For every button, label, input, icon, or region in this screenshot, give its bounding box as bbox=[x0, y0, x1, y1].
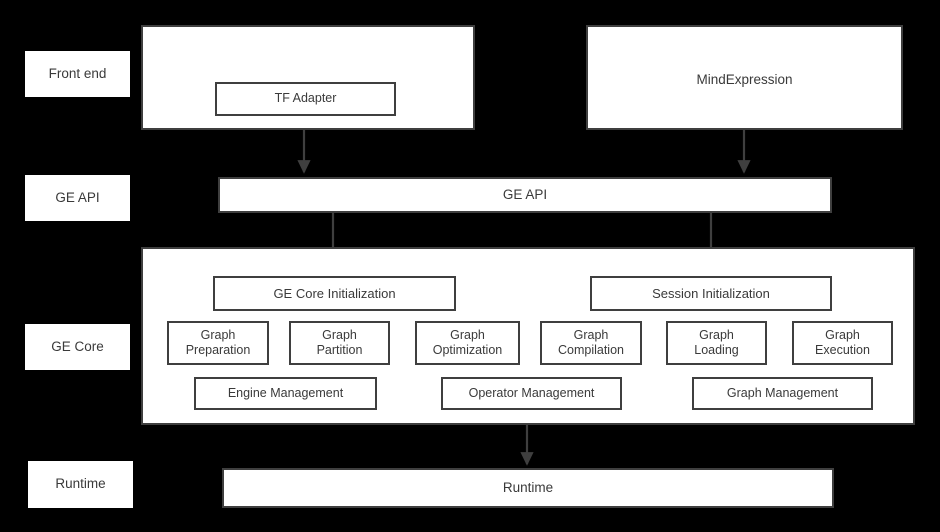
tensorflow-container: Tensorflow TF Adapter bbox=[141, 25, 475, 130]
graph-optimization-line1: Graph bbox=[450, 327, 485, 342]
stage-label-front-end-text: Front end bbox=[48, 65, 107, 81]
graph-execution-label: Graph Execution bbox=[815, 328, 870, 359]
runtime-bar[interactable]: Runtime bbox=[222, 468, 834, 508]
graph-loading-label: Graph Loading bbox=[694, 328, 739, 359]
tf-adapter-node[interactable]: TF Adapter bbox=[215, 82, 396, 116]
mindexpression-title: MindExpression bbox=[696, 72, 793, 87]
graph-management-label: Graph Management bbox=[726, 385, 839, 400]
session-initialization-label: Session Initialization bbox=[652, 285, 770, 301]
graph-loading-line2: Loading bbox=[694, 343, 739, 357]
graph-optimization-line2: Optimization bbox=[432, 343, 503, 357]
graph-preparation-label: Graph Preparation bbox=[186, 328, 251, 359]
graph-compilation-label: Graph Compilation bbox=[558, 328, 624, 359]
graph-preparation-line2: Preparation bbox=[185, 343, 251, 357]
stage-label-runtime-text: Runtime bbox=[55, 476, 106, 492]
ge-core-container: GE Core Initialization Session Initializ… bbox=[141, 247, 915, 425]
graph-partition-label: Graph Partition bbox=[317, 328, 363, 359]
operator-management-label: Operator Management bbox=[468, 385, 595, 400]
graph-loading-node[interactable]: Graph Loading bbox=[666, 321, 767, 365]
graph-preparation-line1: Graph bbox=[200, 327, 236, 342]
engine-management-label: Engine Management bbox=[227, 385, 344, 400]
graph-optimization-label: Graph Optimization bbox=[433, 328, 502, 359]
graph-compilation-node[interactable]: Graph Compilation bbox=[540, 321, 642, 365]
stage-label-ge-api-text: GE API bbox=[55, 189, 100, 205]
mindexpression-container[interactable]: MindExpression bbox=[586, 25, 903, 130]
graph-execution-node[interactable]: Graph Execution bbox=[792, 321, 893, 365]
tf-adapter-label: TF Adapter bbox=[274, 91, 337, 106]
ge-api-bar-label: GE API bbox=[502, 186, 548, 202]
session-initialization-node[interactable]: Session Initialization bbox=[590, 276, 832, 311]
graph-loading-line1: Graph bbox=[699, 327, 734, 342]
ge-api-bar[interactable]: GE API bbox=[218, 177, 832, 213]
graph-optimization-node[interactable]: Graph Optimization bbox=[415, 321, 520, 365]
graph-management-node[interactable]: Graph Management bbox=[692, 377, 873, 410]
stage-label-front-end: Front end bbox=[25, 51, 130, 97]
graph-compilation-line1: Graph bbox=[573, 327, 609, 342]
graph-execution-line1: Graph bbox=[825, 327, 860, 342]
graph-preparation-node[interactable]: Graph Preparation bbox=[167, 321, 269, 365]
ge-core-initialization-label: GE Core Initialization bbox=[273, 285, 396, 301]
graph-partition-node[interactable]: Graph Partition bbox=[289, 321, 390, 365]
runtime-bar-label: Runtime bbox=[502, 479, 554, 495]
graph-execution-line2: Execution bbox=[815, 343, 870, 357]
graph-compilation-line2: Compilation bbox=[557, 343, 624, 357]
stage-label-ge-core-text: GE Core bbox=[51, 338, 104, 354]
graph-partition-line2: Partition bbox=[316, 343, 363, 357]
ge-core-initialization-node[interactable]: GE Core Initialization bbox=[213, 276, 456, 311]
engine-management-node[interactable]: Engine Management bbox=[194, 377, 377, 410]
stage-label-runtime: Runtime bbox=[28, 461, 133, 508]
graph-partition-line1: Graph bbox=[322, 327, 357, 342]
stage-label-ge-api: GE API bbox=[25, 175, 130, 221]
operator-management-node[interactable]: Operator Management bbox=[441, 377, 622, 410]
stage-label-ge-core: GE Core bbox=[25, 324, 130, 370]
